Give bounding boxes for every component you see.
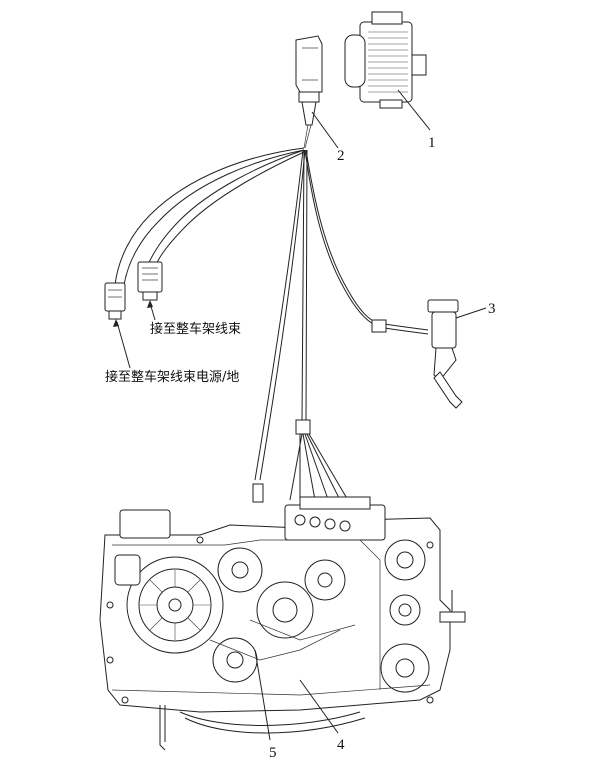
- frame-harness-power-ground-connector: [104, 282, 126, 320]
- leader-line-4: [299, 679, 339, 734]
- arrow-power-ground: [116, 321, 131, 369]
- control-module-part-1: [344, 11, 427, 109]
- label-frame-harness: 接至整车架线束: [150, 321, 241, 337]
- bundle-clip: [295, 419, 311, 435]
- arrowhead-frame-harness: [147, 300, 153, 308]
- harness-connector-part-2: [295, 35, 323, 149]
- callout-1: 1: [428, 135, 436, 151]
- leader-line-5: [254, 649, 271, 741]
- label-frame-harness-power-ground: 接至整车架线束电源/地: [105, 369, 239, 385]
- leader-line-3: [455, 307, 487, 319]
- harness-branches: [114, 147, 379, 481]
- callout-5: 5: [269, 745, 277, 761]
- callout-2: 2: [337, 148, 345, 164]
- leader-line-1: [397, 89, 431, 131]
- leader-line-2: [311, 111, 339, 149]
- clip-part-5-wire: [252, 483, 264, 503]
- arrowhead-power-ground: [113, 319, 119, 327]
- frame-harness-connector: [137, 261, 163, 301]
- callout-3: 3: [488, 301, 496, 317]
- callout-4: 4: [337, 737, 345, 753]
- engine-assembly: [99, 496, 466, 751]
- sensor-part-3: [371, 299, 463, 409]
